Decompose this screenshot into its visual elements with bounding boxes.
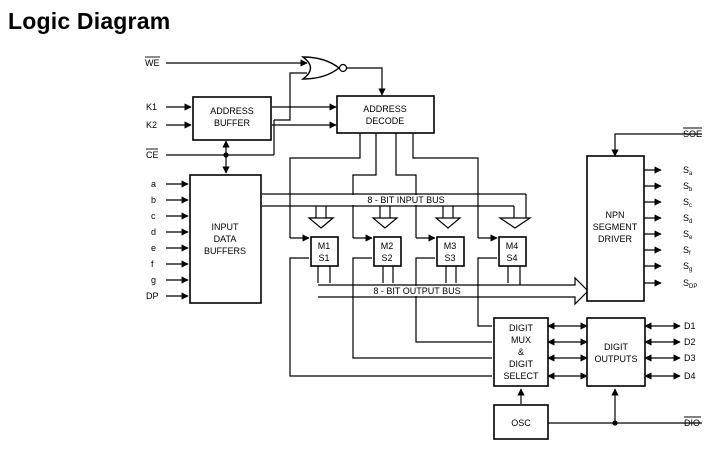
- address-buffer-label: ADDRESS: [210, 106, 254, 116]
- segment-driver-label: NPN: [605, 210, 624, 220]
- segment-input-label: g: [151, 275, 156, 285]
- memory-label: S4: [506, 253, 517, 263]
- memory-label: M1: [318, 241, 331, 251]
- segment-output-label: Sb: [683, 181, 693, 193]
- segment-input-label: c: [151, 211, 156, 221]
- memory-label: S2: [381, 253, 392, 263]
- segment-output-label: SDP: [683, 278, 697, 290]
- osc-block: [493, 404, 549, 440]
- input-bus-label: 8 - BIT INPUT BUS: [367, 195, 444, 205]
- segment-input-label: a: [151, 179, 156, 189]
- digit-mux-label: &: [518, 347, 524, 357]
- digit-outputs-label: OUTPUTS: [594, 354, 637, 364]
- we-signal-label: WE: [145, 58, 160, 68]
- segment-input-label: e: [151, 243, 156, 253]
- digit-pin-label: D1: [684, 321, 696, 331]
- segment-output-label: Se: [683, 229, 693, 241]
- memory-label: S1: [318, 253, 329, 263]
- address-buffer-block: [192, 96, 272, 141]
- dio-signal-label: DIO: [684, 418, 700, 428]
- digit-mux-label: DIGIT: [509, 323, 534, 333]
- address-decode-label: DECODE: [366, 116, 405, 126]
- nor-gate: [300, 56, 341, 80]
- digit-mux-block: [493, 317, 549, 387]
- digit-pin-labels: D1 D2 D3 D4: [684, 321, 696, 381]
- digit-pin-label: D4: [684, 371, 696, 381]
- digit-mux-label: DIGIT: [509, 359, 534, 369]
- k1-signal-label: K1: [146, 102, 157, 112]
- memory-label: M4: [506, 241, 519, 251]
- memory-block-4: [498, 236, 527, 267]
- digit-outputs-label: DIGIT: [604, 342, 629, 352]
- input-data-buffers-block: [189, 174, 262, 304]
- memory-block-2: [373, 236, 402, 267]
- memory-block-1: [310, 236, 339, 267]
- segment-input-label: DP: [146, 291, 159, 301]
- memory-block-3: [436, 236, 465, 267]
- segment-driver-block: [586, 155, 645, 302]
- address-decode-block: [336, 95, 435, 134]
- memory-label: M2: [381, 241, 394, 251]
- memory-label: S3: [444, 253, 455, 263]
- segment-output-label: Sg: [683, 261, 692, 273]
- k2-signal-label: K2: [146, 120, 157, 130]
- digit-mux-label: SELECT: [503, 371, 539, 381]
- segment-driver-label: DRIVER: [598, 234, 633, 244]
- address-decode-label: ADDRESS: [363, 104, 407, 114]
- segment-output-label: Sc: [683, 197, 692, 209]
- digit-mux-label: MUX: [511, 335, 531, 345]
- segment-output-label: Sd: [683, 213, 692, 225]
- memory-label: M3: [444, 241, 457, 251]
- nor-inversion-bubble: [338, 63, 348, 73]
- segment-input-label: f: [151, 259, 154, 269]
- digit-pin-label: D2: [684, 337, 696, 347]
- osc-label: OSC: [511, 418, 531, 428]
- segment-output-labels: Sa Sb Sc Sd Se Sf Sg SDP: [683, 165, 697, 290]
- segment-output-label: Sa: [683, 165, 693, 177]
- digit-outputs-block: [586, 317, 646, 387]
- ce-signal-label: CE: [146, 150, 159, 160]
- output-bus-label: 8 - BIT OUTPUT BUS: [373, 286, 460, 296]
- input-buffers-label: INPUT: [212, 222, 240, 232]
- segment-input-label: b: [151, 195, 156, 205]
- segment-input-labels: a b c d e f g DP: [146, 179, 159, 301]
- input-buffers-label: BUFFERS: [204, 246, 246, 256]
- digit-pin-label: D3: [684, 353, 696, 363]
- segment-input-label: d: [151, 227, 156, 237]
- segment-driver-label: SEGMENT: [593, 222, 638, 232]
- page-title: Logic Diagram: [8, 8, 171, 34]
- input-buffers-label: DATA: [214, 234, 237, 244]
- address-buffer-label: BUFFER: [214, 118, 251, 128]
- soe-signal-label: SOE: [683, 129, 702, 139]
- segment-output-label: Sf: [683, 245, 691, 257]
